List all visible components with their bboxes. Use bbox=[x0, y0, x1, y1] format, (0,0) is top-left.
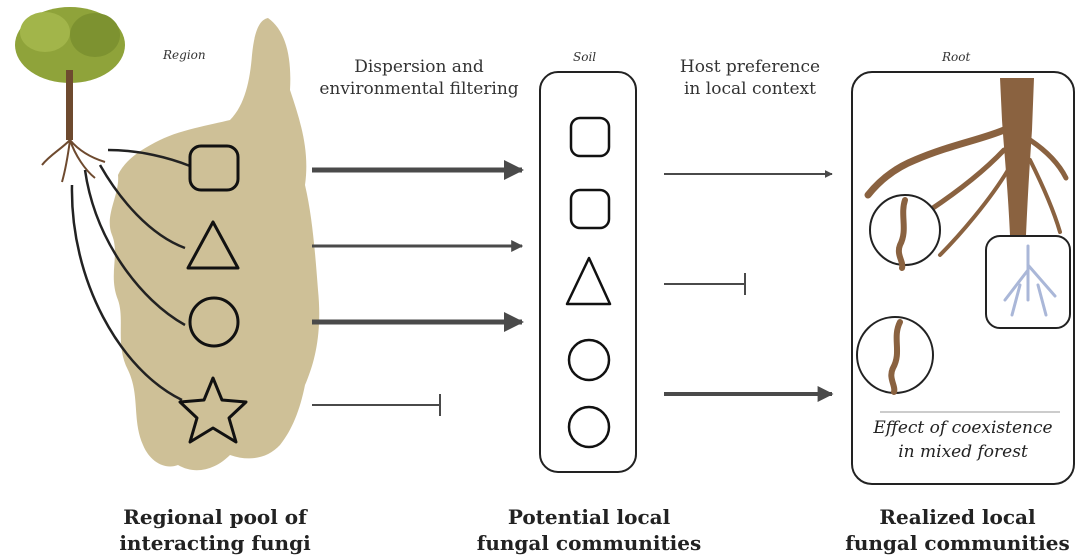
regional-caption-line-1: Regional pool of bbox=[80, 504, 350, 530]
filtering-label: Dispersion and environmental filtering bbox=[304, 56, 534, 100]
effect-label: Effect of coexistence in mixed forest bbox=[856, 416, 1070, 464]
effect-line-1: Effect of coexistence bbox=[856, 416, 1070, 440]
host-label: Host preference in local context bbox=[660, 56, 840, 100]
root-title: Root bbox=[942, 50, 970, 64]
realized-caption: Realized local fungal communities bbox=[830, 504, 1085, 556]
potential-caption-line-2: fungal communities bbox=[454, 530, 724, 556]
filtering-line-1: Dispersion and bbox=[304, 56, 534, 78]
potential-caption: Potential local fungal communities bbox=[454, 504, 724, 556]
soil-circle-2 bbox=[569, 407, 609, 447]
region-map bbox=[110, 18, 319, 470]
host-line-1: Host preference bbox=[660, 56, 840, 78]
realized-caption-line-2: fungal communities bbox=[830, 530, 1085, 556]
soil-square-1 bbox=[571, 118, 609, 156]
soil-title: Soil bbox=[573, 50, 596, 64]
potential-caption-line-1: Potential local bbox=[454, 504, 724, 530]
soil-column bbox=[540, 72, 636, 472]
host-line-2: in local context bbox=[660, 78, 840, 100]
soil-triangle bbox=[567, 258, 610, 304]
soil-circle-1 bbox=[569, 340, 609, 380]
filtering-line-2: environmental filtering bbox=[304, 78, 534, 100]
regional-caption-line-2: interacting fungi bbox=[80, 530, 350, 556]
effect-line-2: in mixed forest bbox=[856, 440, 1070, 464]
tree-icon bbox=[15, 7, 125, 182]
soil-square-2 bbox=[571, 190, 609, 228]
regional-caption: Regional pool of interacting fungi bbox=[80, 504, 350, 556]
region-title: Region bbox=[163, 48, 206, 62]
realized-caption-line-1: Realized local bbox=[830, 504, 1085, 530]
